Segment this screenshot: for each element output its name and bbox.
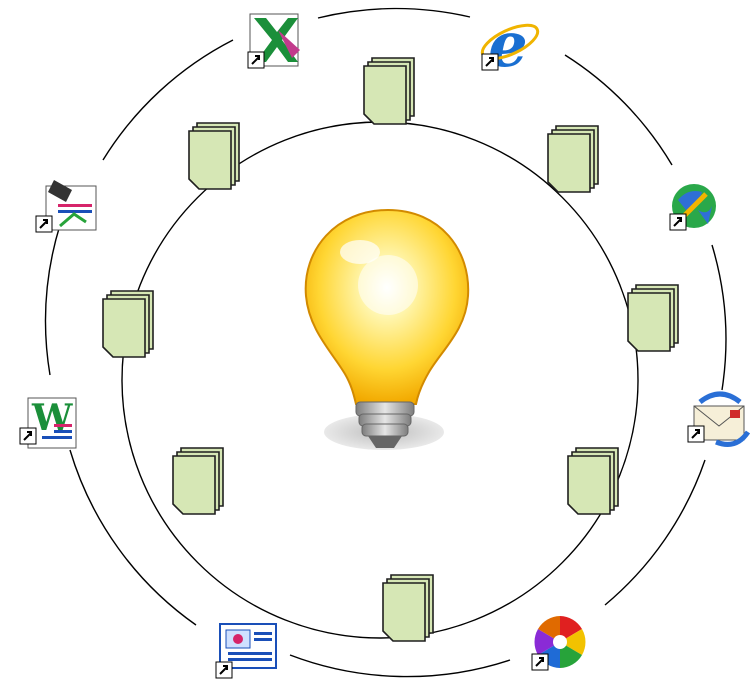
document-stack-icon bbox=[547, 125, 599, 193]
document-stack-icon bbox=[567, 447, 619, 515]
network-globe-shortcut-icon[interactable] bbox=[669, 184, 716, 231]
excel-shortcut-icon[interactable] bbox=[247, 13, 300, 69]
internet-explorer-shortcut-icon[interactable]: e bbox=[478, 8, 543, 81]
mail-envelope-shortcut-icon[interactable] bbox=[687, 391, 751, 447]
document-stack-icon bbox=[363, 57, 415, 125]
document-stack-icon bbox=[188, 122, 240, 190]
document-stack-icon bbox=[172, 447, 224, 515]
paint-palette-shortcut-icon[interactable] bbox=[531, 616, 586, 671]
document-stack-icon bbox=[627, 284, 679, 352]
document-stack-icon bbox=[102, 290, 154, 358]
outer-ring bbox=[44, 7, 727, 678]
light-bulb-icon bbox=[304, 208, 470, 450]
binder-clip-document-shortcut-icon[interactable] bbox=[35, 180, 97, 233]
word-shortcut-icon[interactable]: W bbox=[19, 397, 77, 449]
document-stack-icon bbox=[382, 574, 434, 642]
inner-document-stacks bbox=[102, 57, 679, 642]
powerpoint-shortcut-icon[interactable] bbox=[215, 623, 277, 679]
